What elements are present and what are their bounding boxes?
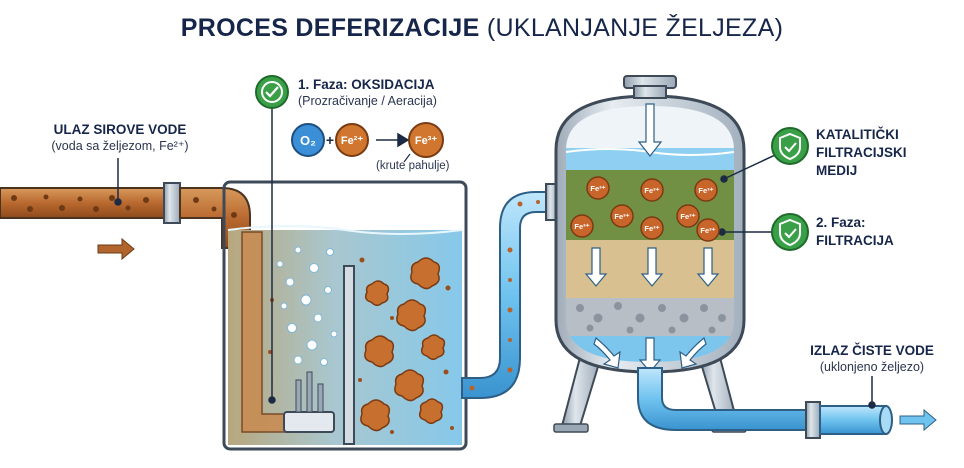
gauge-check-icon	[255, 75, 289, 109]
filtration-shield-icon	[771, 213, 809, 251]
outlet-subtitle: (uklonjeno željezo)	[819, 360, 925, 374]
particle-label: Fe³⁺	[590, 184, 605, 193]
inlet-label: ULAZ SIROVE VODE (voda sa željezom, Fe²⁺…	[20, 121, 220, 155]
phase1-title: 1. Faza: OKSIDACIJA	[298, 77, 435, 92]
reaction-plus: +	[326, 132, 334, 148]
leader-lines	[114, 106, 876, 409]
media-line-3: MEDIJ	[816, 163, 858, 178]
particle-label: Fe³⁺	[644, 186, 659, 195]
page-title: PROCES DEFERIZACIJE (UKLANJANJE ŽELJEZA)	[0, 14, 964, 43]
particle-label: Fe³⁺	[574, 222, 589, 231]
outlet-pipe	[637, 367, 937, 439]
aeration-tank	[222, 180, 468, 451]
title-sub: (UKLANJANJE ŽELJEZA)	[486, 14, 784, 42]
media-line-2: FILTRACIJSKI	[816, 145, 907, 160]
reaction-formula	[291, 122, 444, 163]
particle-label: Fe³⁺	[680, 212, 695, 221]
reactant-iron-ii: Fe²⁺	[341, 135, 364, 147]
outlet-label: IZLAZ ČISTE VODE (uklonjeno željezo)	[786, 342, 958, 376]
particle-label: Fe³⁺	[644, 224, 659, 233]
particle-label: Fe³⁺	[614, 212, 629, 221]
phase2-line-1: 2. Faza:	[816, 215, 866, 230]
transfer-pipe	[461, 183, 559, 399]
inlet-subtitle: (voda sa željezom, Fe²⁺)	[51, 139, 189, 153]
phase2-label: 2. Faza: FILTRACIJA	[816, 214, 894, 250]
phase1-subtitle: (Prozračivanje / Aeracija)	[298, 94, 437, 108]
product-note: (krute pahulje)	[376, 160, 450, 172]
media-line-1: KATALITIČKI	[816, 127, 899, 142]
outlet-title: IZLAZ ČISTE VODE	[810, 343, 934, 358]
title-main: PROCES DEFERIZACIJE	[180, 14, 480, 42]
particle-label: Fe³⁺	[700, 226, 715, 235]
phase1-label: 1. Faza: OKSIDACIJA (Prozračivanje / Aer…	[298, 76, 437, 110]
phase2-line-2: FILTRACIJA	[816, 233, 894, 248]
product-iron-iii: Fe³⁺	[415, 135, 438, 147]
reactant-oxygen: O₂	[300, 133, 316, 148]
media-label: KATALITIČKI FILTRACIJSKI MEDIJ	[816, 126, 907, 180]
inlet-title: ULAZ SIROVE VODE	[53, 122, 187, 137]
inlet-pipe	[0, 182, 251, 261]
media-particles	[570, 176, 720, 242]
shield-check-icon	[771, 127, 809, 165]
particle-label: Fe³⁺	[698, 186, 713, 195]
